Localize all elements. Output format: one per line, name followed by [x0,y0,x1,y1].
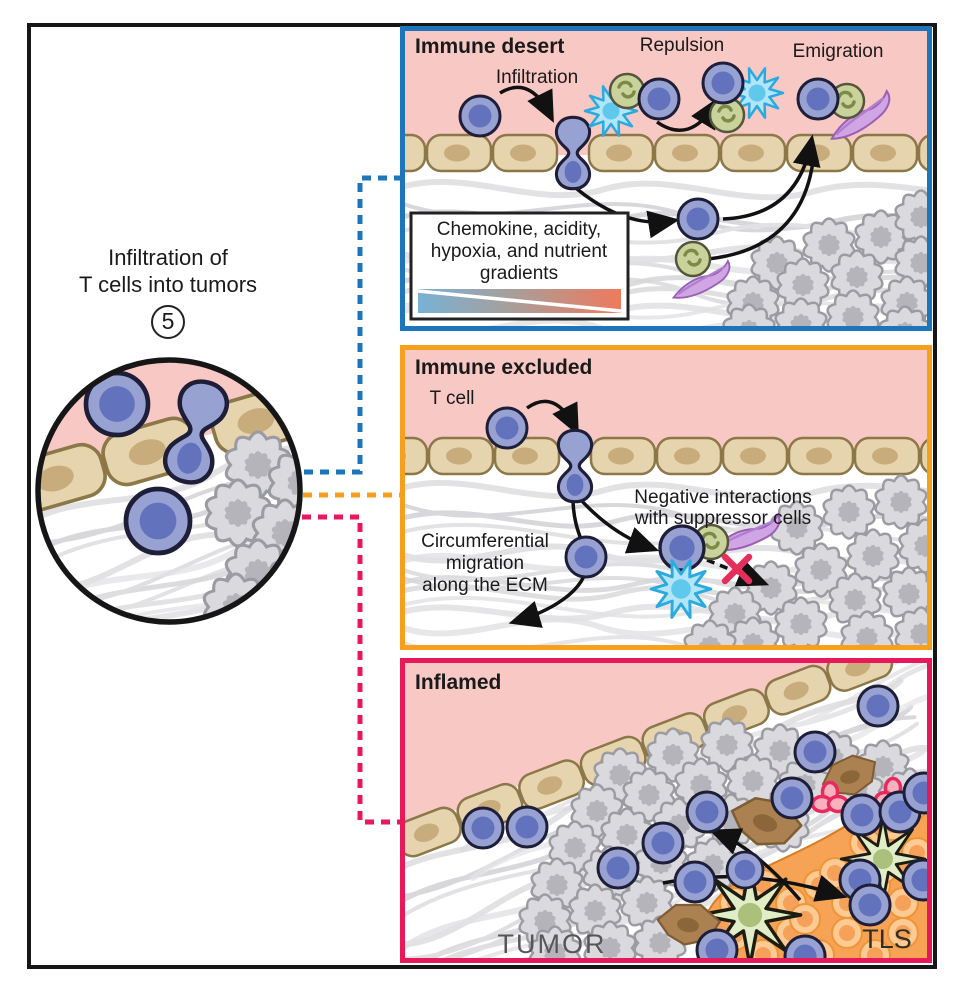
label-circumferential-3: along the ECM [422,575,548,596]
panel-inflamed: Inflamed TUMOR TLS [400,658,932,963]
inflamed-title: Inflamed [415,671,501,694]
label-tumor: TUMOR [498,929,607,958]
caption-line-2: T cells into tumors [78,272,258,297]
inset-t-cell-in-stroma [126,489,190,553]
label-infiltration: Infiltration [496,67,578,88]
label-repulsion: Repulsion [640,35,725,56]
figure-caption: Infiltration of T cells into tumors [48,244,288,298]
excluded-vessel-wall [405,436,927,476]
label-negative-2: with suppressor cells [634,508,811,529]
gradient-legend-box: Chemokine, acidity, hypoxia, and nutrien… [409,211,630,321]
panel-immune-desert: Chemokine, acidity, hypoxia, and nutrien… [400,26,932,331]
label-negative-1: Negative interactions [634,487,811,508]
gradient-line-3: gradients [480,263,558,284]
label-circumferential-2: migration [446,553,524,574]
panel-immune-excluded: Immune excluded T cell Negative interact… [400,345,932,650]
step-number-badge: 5 [151,305,185,339]
gradient-wedge-line [417,289,622,313]
caption-line-1: Infiltration of [108,245,228,270]
desert-vessel-wall [405,133,927,173]
label-t-cell: T cell [429,388,474,409]
desert-t-cell-in-vessel [458,94,502,138]
gradient-line-1: Chemokine, acidity, [437,219,601,240]
blocked-entry-x [721,553,753,585]
desert-t-cell-in-stroma [676,197,720,241]
excluded-t-cell [485,406,529,450]
gradient-line-2: hypoxia, and nutrient [431,241,608,262]
excluded-migrating-t-cell [564,535,608,579]
excluded-title: Immune excluded [415,356,592,379]
label-circumferential-1: Circumferential [421,531,549,552]
desert-title: Immune desert [415,35,564,58]
overview-inset-circle [35,357,303,625]
label-emigration: Emigration [793,41,884,62]
label-tls: TLS [862,924,912,954]
